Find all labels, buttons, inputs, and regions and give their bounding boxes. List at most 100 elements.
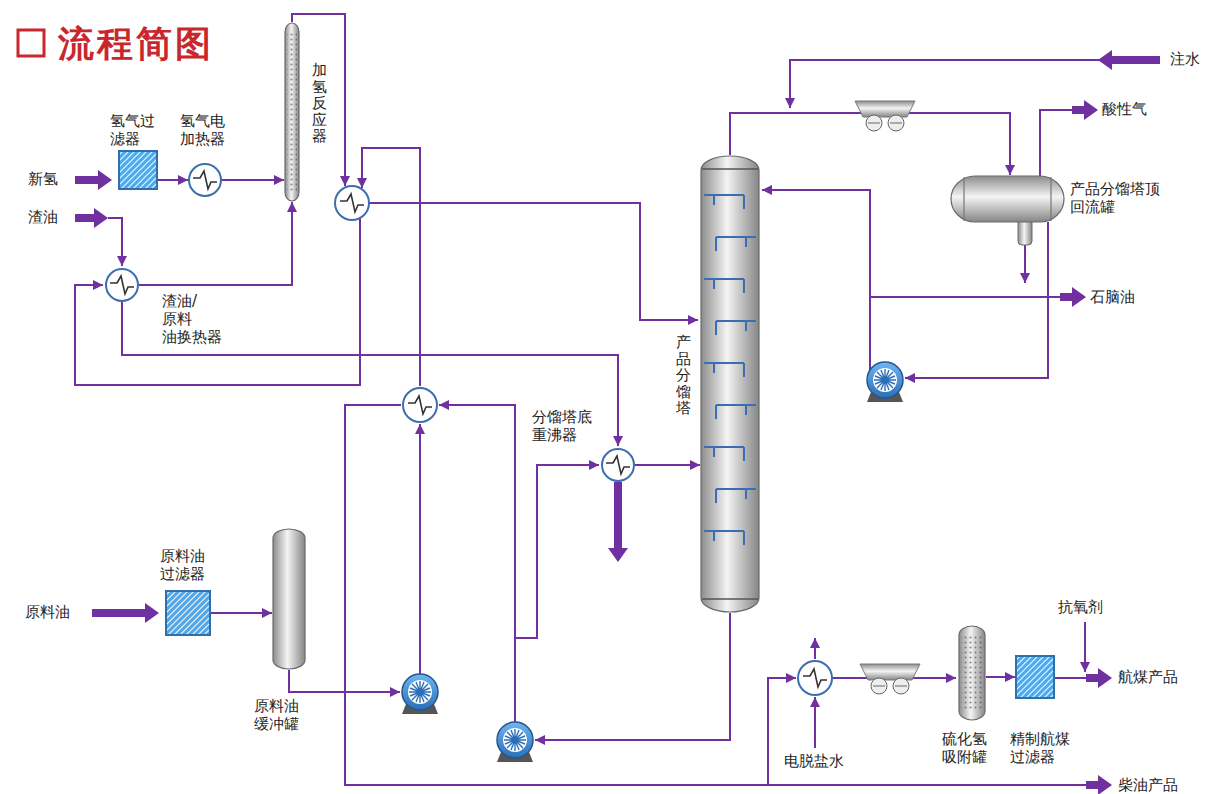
pipe-line — [1060, 293, 1072, 301]
rect-shape — [959, 626, 985, 720]
equipment-symbol — [860, 664, 920, 694]
diagram-title: 流程简图 — [58, 20, 214, 69]
pipe-line — [814, 638, 816, 659]
equipment-label: 渣油/原料 油换热器 — [162, 292, 222, 346]
equipment-node: 产品分馏塔 — [700, 155, 760, 613]
label-anchor: 新氢 — [28, 170, 58, 188]
equipment-shape — [105, 268, 139, 302]
equipment-symbol — [335, 186, 369, 220]
rect-shape — [1016, 656, 1054, 698]
pipe-line — [92, 609, 145, 617]
pipe-line — [1084, 622, 1086, 672]
pipe-line — [419, 424, 421, 674]
equipment-symbol — [403, 388, 437, 422]
rect-shape — [951, 176, 1064, 222]
equipment-label: 分馏塔底 重沸器 — [532, 408, 592, 444]
pipe-line — [702, 169, 758, 599]
pipe-line — [1112, 56, 1160, 64]
stream-label: 原料油 — [25, 603, 70, 621]
pipe-line — [535, 613, 730, 740]
pipe-line — [1024, 245, 1026, 283]
pipe-line — [1040, 110, 1076, 178]
stream-label: 抗氧剂 — [1058, 598, 1103, 616]
label-anchor: 原料油 — [25, 603, 70, 621]
equipment-symbol — [497, 722, 533, 762]
label-anchor: 石脑油 — [1090, 288, 1135, 306]
pipe-line — [1086, 781, 1098, 789]
stream-label: 酸性气 — [1102, 100, 1147, 118]
equipment-label: 产品分馏塔顶 回流罐 — [1070, 180, 1160, 216]
rect-shape — [167, 592, 209, 634]
pipe-line — [362, 148, 420, 386]
circle-shape — [602, 449, 634, 481]
label-anchor: 渣油 — [28, 208, 58, 226]
pipe-line — [292, 14, 345, 186]
rect-shape — [1017, 657, 1053, 697]
equipment-node: 产品分馏塔顶 回流罐 — [950, 175, 1065, 245]
equipment-node: 氢气电 加热器 — [188, 163, 222, 197]
equipment-shape — [118, 150, 158, 190]
label-anchor: 抗氧剂 — [1058, 598, 1103, 616]
equipment-node: 原料油 过滤器 — [165, 590, 211, 636]
stream-label: 石脑油 — [1090, 288, 1135, 306]
label-anchor: 航煤产品 — [1118, 668, 1178, 686]
pipe-connector — [222, 179, 284, 181]
pipe-line — [110, 276, 134, 294]
equipment-label: 原料油 过滤器 — [160, 547, 205, 583]
stream-label: 柴油产品 — [1118, 776, 1178, 794]
equipment-label: 硫化氢 吸附罐 — [942, 730, 987, 766]
rect-shape — [273, 529, 305, 669]
equipment-shape — [958, 625, 986, 721]
pipe-connector — [986, 676, 1015, 678]
equipment-label: 氢气过 滤器 — [110, 112, 155, 148]
equipment-node: 加氢反应器 — [284, 22, 300, 202]
equipment-symbol — [855, 101, 915, 131]
rect-shape — [701, 156, 759, 612]
label-anchor: 酸性气 — [1102, 100, 1147, 118]
stream-label: 注水 — [1170, 50, 1200, 68]
rect-shape — [961, 635, 983, 711]
pipe-connector — [139, 202, 292, 285]
pipe-line — [515, 465, 599, 722]
pipe-connector — [635, 464, 700, 466]
equipment-node: 渣油/原料 油换热器 — [105, 268, 139, 302]
pipe-line — [75, 214, 94, 222]
equipment-label: 加氢反应器 — [312, 62, 327, 145]
pipe-line — [704, 195, 756, 545]
circle-shape — [106, 269, 138, 301]
pipe-connector — [158, 179, 188, 181]
rect-shape — [18, 30, 44, 56]
label-anchor: 电脱盐水 — [784, 752, 844, 770]
pipe-line — [75, 176, 98, 184]
stream-label: 新氢 — [28, 170, 58, 188]
pipe-line — [193, 171, 217, 189]
stream-label: 电脱盐水 — [784, 752, 844, 770]
equipment-shape — [700, 155, 760, 613]
rect-shape — [119, 151, 157, 189]
pipe-line — [814, 697, 816, 748]
pipe-line — [369, 203, 698, 320]
label-anchor: 柴油产品 — [1118, 776, 1178, 794]
equipment-shape — [1015, 655, 1055, 699]
equipment-node: 分馏塔底 重沸器 — [601, 448, 635, 482]
label-anchor: 注水 — [1170, 50, 1200, 68]
pipe-line — [75, 218, 360, 385]
pipe-line — [1072, 106, 1084, 114]
stream-label: 渣油 — [28, 208, 58, 226]
equipment-shape — [950, 175, 1065, 245]
pipe-line — [606, 456, 630, 474]
equipment-symbol — [402, 674, 438, 714]
equipment-node: 硫化氢 吸附罐 — [958, 625, 986, 721]
circle-shape — [189, 164, 221, 196]
pipe-line — [614, 482, 622, 548]
pipe-line — [790, 60, 1100, 108]
stream-label: 航煤产品 — [1118, 668, 1178, 686]
equipment-node: 精制航煤 过滤器 — [1015, 655, 1055, 699]
pipe-line — [964, 177, 1051, 221]
rect-shape — [287, 32, 297, 192]
title-anchor: 流程简图 — [58, 20, 214, 69]
rect-shape — [285, 23, 299, 201]
equipment-shape — [284, 22, 300, 202]
equipment-label: 精制航煤 过滤器 — [1010, 730, 1070, 766]
